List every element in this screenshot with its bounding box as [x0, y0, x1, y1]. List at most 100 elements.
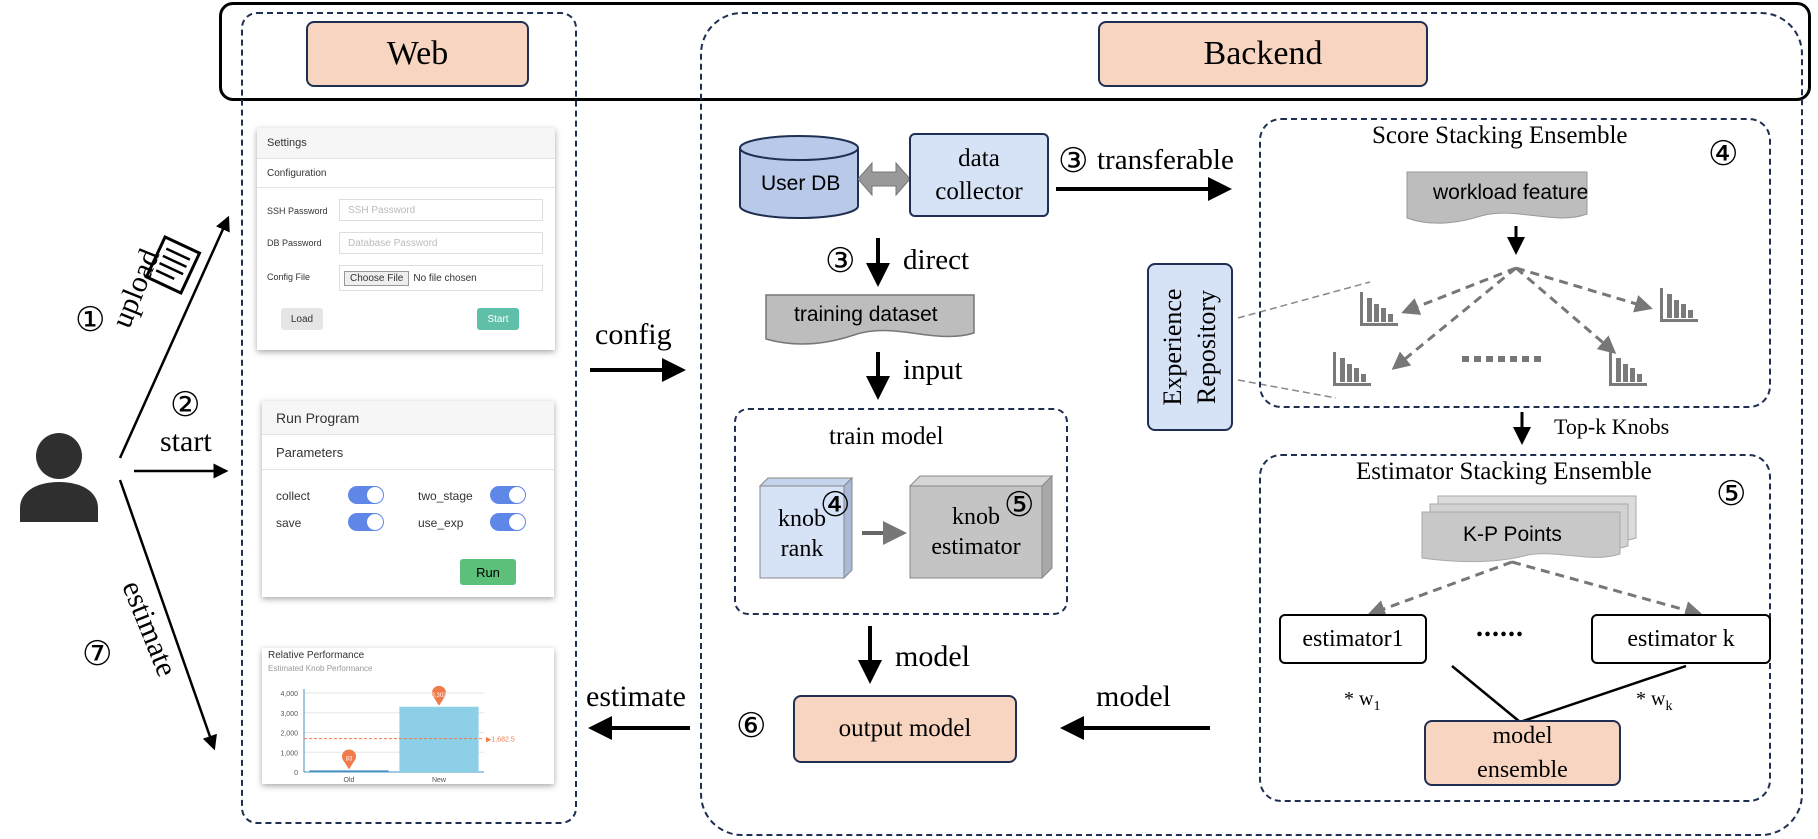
- config-label-text: config: [595, 318, 672, 351]
- estimatork-box: estimator k: [1591, 614, 1771, 664]
- model-down-label: model: [895, 640, 970, 673]
- knob-rank-label: knob rank: [760, 504, 844, 564]
- upload-arrow: [118, 215, 230, 459]
- param-collect-label: collect: [276, 489, 311, 503]
- choose-file-button[interactable]: Choose File: [344, 270, 410, 286]
- y-tick-label: 3,000: [280, 711, 298, 718]
- db-label: DB Password: [267, 238, 322, 248]
- kp-dashed-2: [1511, 560, 1703, 619]
- config-label: Config File: [267, 272, 311, 282]
- train-model-container: [734, 408, 1068, 615]
- param-use-exp-label: use_exp: [418, 516, 464, 530]
- estimate-back-label: estimate: [586, 680, 686, 713]
- wk-label: * wk: [1636, 688, 1672, 715]
- knob-estimator-box: [908, 474, 1054, 580]
- estimate-number: ⑦: [82, 636, 113, 673]
- w1-label: * w1: [1344, 688, 1380, 715]
- two-stage-toggle[interactable]: [490, 486, 526, 504]
- backend-container: [700, 12, 1803, 836]
- config-file-field: Choose File No file chosen: [339, 265, 543, 291]
- est1-line: [1451, 665, 1521, 723]
- settings-title: Settings: [257, 128, 555, 159]
- x-tick-label: Old: [344, 777, 355, 784]
- knob-rank-line2: rank: [780, 536, 824, 562]
- knob-estimator-label: knob estimator: [910, 502, 1042, 562]
- value-marker-label: 3,302: [431, 693, 447, 699]
- train-model-title: train model: [829, 423, 944, 450]
- model-ensemble-line1: model: [1492, 723, 1553, 749]
- model-left-label: model: [1096, 680, 1171, 713]
- db-password-field[interactable]: Database Password: [339, 232, 543, 254]
- no-file-text: No file chosen: [413, 272, 477, 284]
- score-dashed-4: [1515, 266, 1617, 354]
- y-tick-label: 2,000: [280, 731, 298, 738]
- web-container: [241, 12, 577, 824]
- input-label: input: [903, 354, 963, 386]
- knob-estimator-number: ⑤: [1004, 487, 1035, 524]
- settings-section: Configuration: [257, 159, 555, 188]
- bar-chart-icon: [1660, 288, 1698, 322]
- x-tick-label: New: [432, 777, 447, 784]
- direct-label: direct: [903, 244, 970, 276]
- y-tick-label: 0: [294, 770, 298, 777]
- knob-estimator-line1: knob: [952, 504, 1000, 530]
- run-title: Run Program: [262, 401, 554, 435]
- user-icon: [20, 433, 98, 522]
- knob-rank-box: [758, 476, 854, 580]
- user-db-cylinder: [739, 135, 859, 219]
- score-ensemble-title: Score Stacking Ensemble: [1372, 122, 1628, 149]
- ssh-password-field[interactable]: SSH Password: [339, 199, 543, 221]
- header-bar: [219, 2, 1811, 101]
- backend-header: Backend: [1098, 21, 1428, 87]
- y-tick-label: 4,000: [280, 691, 298, 698]
- transferable-number: ③: [1058, 143, 1089, 180]
- load-button[interactable]: Load: [281, 308, 323, 330]
- value-marker-label: 83: [346, 756, 353, 762]
- workload-feature-label: workload feature: [1433, 181, 1589, 204]
- double-arrow-icon: [858, 161, 910, 197]
- training-dataset-label: training dataset: [794, 303, 938, 326]
- knob-rank-number: ④: [820, 487, 851, 524]
- collect-toggle[interactable]: [348, 486, 384, 504]
- model-ensemble-line2: ensemble: [1477, 757, 1568, 783]
- perf-chart: 01,0002,0003,0004,000Old83New3,302▶1,682…: [280, 685, 515, 784]
- save-toggle[interactable]: [348, 513, 384, 531]
- bar-chart-icon: [1609, 352, 1647, 386]
- perf-title: Relative Performance: [268, 650, 365, 661]
- training-dataset-shape: [765, 294, 975, 345]
- data-collector-line1: data: [958, 145, 1000, 172]
- score-dashed-2: [1515, 266, 1653, 313]
- estimator-dots: ......: [1476, 612, 1524, 643]
- y-tick-label: 1,000: [280, 750, 298, 757]
- start-button[interactable]: Start: [477, 308, 519, 330]
- kp-points-label: K-P Points: [1463, 523, 1562, 546]
- start-number: ②: [170, 387, 201, 424]
- score-ensemble-number: ④: [1708, 136, 1739, 173]
- workload-feature-shape: [1406, 171, 1588, 224]
- value-marker: [432, 685, 446, 706]
- bar: [309, 770, 389, 772]
- estimate-arrow: [118, 479, 217, 751]
- wk-sub: k: [1665, 699, 1673, 714]
- ssh-label: SSH Password: [267, 206, 328, 216]
- score-dashed-1: [1401, 266, 1517, 315]
- kp-points-stack: [1421, 495, 1637, 563]
- wk-text: * w: [1636, 688, 1666, 710]
- start-label: start: [160, 425, 212, 458]
- direct-number: ③: [825, 243, 856, 280]
- score-dashed-3: [1391, 266, 1517, 370]
- transferable-label: transferable: [1097, 144, 1234, 176]
- estk-line: [1519, 664, 1687, 724]
- kp-dashed-1: [1367, 560, 1513, 618]
- use-exp-toggle[interactable]: [490, 513, 526, 531]
- run-button[interactable]: Run: [460, 559, 516, 585]
- document-icon: [144, 235, 202, 295]
- perf-subtitle: Estimated Knob Performance: [268, 664, 373, 673]
- settings-panel: Settings Configuration SSH Password SSH …: [257, 128, 555, 350]
- bar-chart-icon: [1333, 352, 1371, 386]
- performance-panel: Relative Performance Estimated Knob Perf…: [262, 648, 554, 784]
- output-model-number: ⑥: [736, 708, 767, 745]
- repository-line: Repository: [1192, 289, 1221, 405]
- bar: [399, 706, 479, 772]
- output-model-box: output model: [793, 695, 1017, 763]
